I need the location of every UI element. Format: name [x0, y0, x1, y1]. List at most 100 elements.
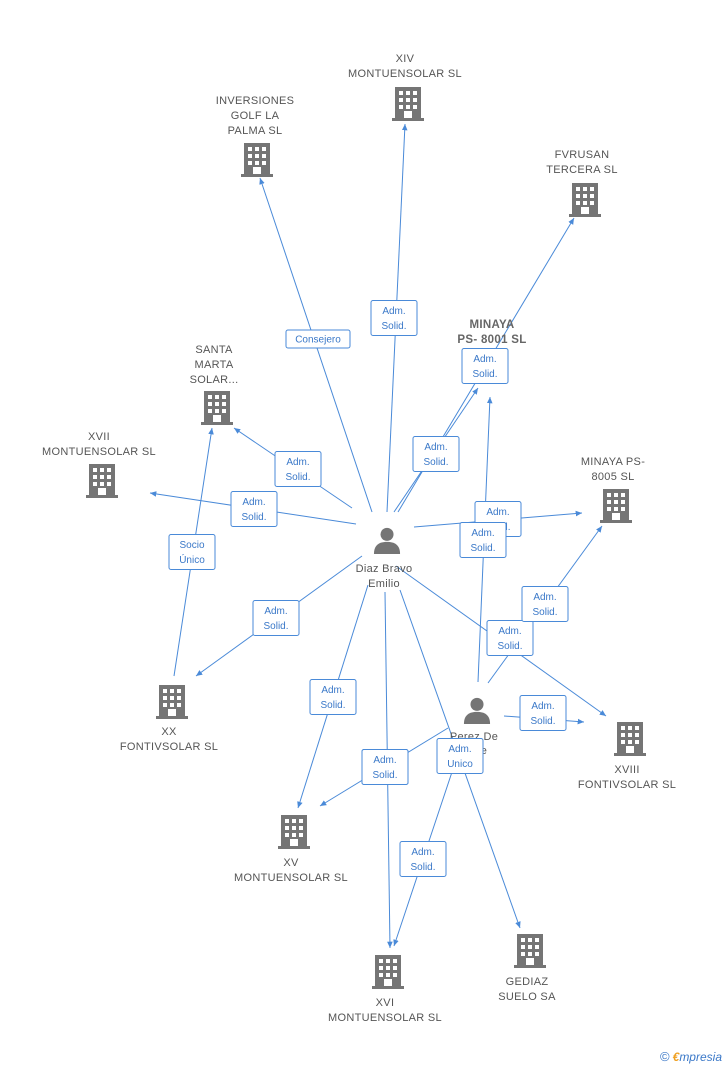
node-label: MONTUENSOLAR SL [328, 1012, 442, 1024]
relation-badge-label: Solid. [470, 543, 495, 554]
node-label: MONTUENSOLAR SL [348, 68, 462, 80]
relation-badge-label: Solid. [372, 770, 397, 781]
relation-badges: ConsejeroAdm.Solid.Adm.Solid.Adm.Solid.A… [168, 300, 569, 877]
entity-nodes: XIV MONTUENSOLAR SL INVERSIONES GOLF LA PALM… [42, 53, 676, 1024]
relation-badge-box [168, 534, 216, 570]
company-node-minaya8005[interactable]: MINAYA PS-8005 SL [581, 456, 645, 523]
relation-badge[interactable]: Adm.Solid. [230, 491, 278, 527]
building-icon [156, 685, 188, 719]
relation-badge[interactable]: Adm. Solid. [461, 348, 509, 384]
relation-badge-label: Socio [179, 540, 204, 551]
node-label: FVRUSAN [555, 149, 610, 161]
relation-badge-label: Adm. [382, 306, 405, 317]
relation-badge-label: Adm. [473, 354, 496, 365]
relation-badge-label: Solid. [381, 321, 406, 332]
relation-badge[interactable]: Adm.Unico [436, 738, 484, 774]
node-label: MARTA [195, 359, 234, 371]
relation-badge-label: Solid. [410, 862, 435, 873]
relation-badge[interactable]: Adm. Solid. [252, 600, 300, 636]
node-label: PS- 8001 SL [457, 334, 526, 346]
company-node-xvi[interactable]: XVI MONTUENSOLAR SL [328, 955, 442, 1024]
relation-badge[interactable]: Adm.Solid. [519, 695, 567, 731]
relation-badge[interactable]: Adm. Solid. [274, 451, 322, 487]
node-label: Diaz Bravo [356, 563, 413, 575]
node-label: XVI [376, 997, 395, 1009]
relation-badge-label: Adm. [424, 442, 447, 453]
building-icon [392, 87, 424, 121]
relation-badge[interactable]: Adm. Solid. [361, 749, 409, 785]
building-icon [600, 489, 632, 523]
relation-badge[interactable]: Adm.Solid. [399, 841, 447, 877]
relation-badge-label: Adm. [286, 457, 309, 468]
node-label: FONTIVSOLAR SL [120, 741, 218, 753]
relation-badge-box [230, 491, 278, 527]
relation-badge[interactable]: Adm.Solid. [412, 436, 460, 472]
company-node-santamarta[interactable]: SANTAMARTASOLAR... [190, 344, 239, 425]
relation-badge-box [519, 695, 567, 731]
node-label: XVIII [614, 764, 639, 776]
relation-badge-label: Solid. [472, 369, 497, 380]
person-icon [463, 697, 491, 724]
node-label: SANTA [195, 344, 233, 356]
relation-badge-label: Adm. [471, 528, 494, 539]
node-label: TERCERA SL [546, 164, 617, 176]
person-icon [373, 527, 401, 554]
relation-badge-label: Unico [447, 759, 473, 770]
relation-badge-box [252, 600, 300, 636]
relation-badge[interactable]: Adm. Solid. [370, 300, 418, 336]
relation-badge-box [436, 738, 484, 774]
relation-badge-label: Solid. [320, 700, 345, 711]
brand-name: mpresia [679, 1050, 722, 1064]
building-icon [372, 955, 404, 989]
company-node-fvrusan[interactable]: FVRUSAN TERCERA SL [546, 149, 617, 217]
relation-badge[interactable]: Consejero [285, 329, 351, 349]
relation-badge-label: Solid. [532, 607, 557, 618]
relation-badge[interactable]: Adm.Solid. [486, 620, 534, 656]
node-label: Emilio [368, 578, 400, 590]
node-label: PALMA SL [228, 125, 283, 137]
relation-badge-box [309, 679, 357, 715]
node-label: XIV [396, 53, 415, 65]
node-label: INVERSIONES [216, 95, 295, 107]
node-label: MONTUENSOLAR SL [42, 446, 156, 458]
building-icon [278, 815, 310, 849]
relation-badge-label: Consejero [295, 335, 341, 346]
relation-badge-box [486, 620, 534, 656]
relation-badge-label: Adm. [533, 592, 556, 603]
node-label: GOLF LA [231, 110, 280, 122]
relation-badge-box [399, 841, 447, 877]
building-icon [614, 722, 646, 756]
relation-badge-label: Adm. [373, 755, 396, 766]
relation-badge-label: Adm. [264, 606, 287, 617]
node-label: GEDIAZ [506, 976, 549, 988]
relation-badge-label: Único [179, 553, 205, 566]
relation-edges [149, 123, 607, 949]
company-node-xiv[interactable]: XIV MONTUENSOLAR SL [348, 53, 462, 121]
relation-badge-label: Solid. [285, 472, 310, 483]
relation-badge[interactable]: Adm. Solid. [521, 586, 569, 622]
relation-badge-box [370, 300, 418, 336]
relation-badge[interactable]: Adm. Solid. [459, 522, 507, 558]
relation-badge-box [461, 348, 509, 384]
node-label: MONTUENSOLAR SL [234, 872, 348, 884]
relation-badge-label: Solid. [497, 641, 522, 652]
building-icon [514, 934, 546, 968]
building-icon [241, 143, 273, 177]
brand-logo-icon: € [672, 1050, 680, 1064]
node-label: 8005 SL [591, 471, 634, 483]
relation-badge-box [459, 522, 507, 558]
relation-badge-label: Adm. [321, 685, 344, 696]
relation-badge[interactable]: Adm. Solid. [309, 679, 357, 715]
relation-badge-label: Solid. [263, 621, 288, 632]
copyright-icon: © [660, 1049, 670, 1064]
company-node-golf[interactable]: INVERSIONES GOLF LA PALMA SL [216, 95, 295, 177]
